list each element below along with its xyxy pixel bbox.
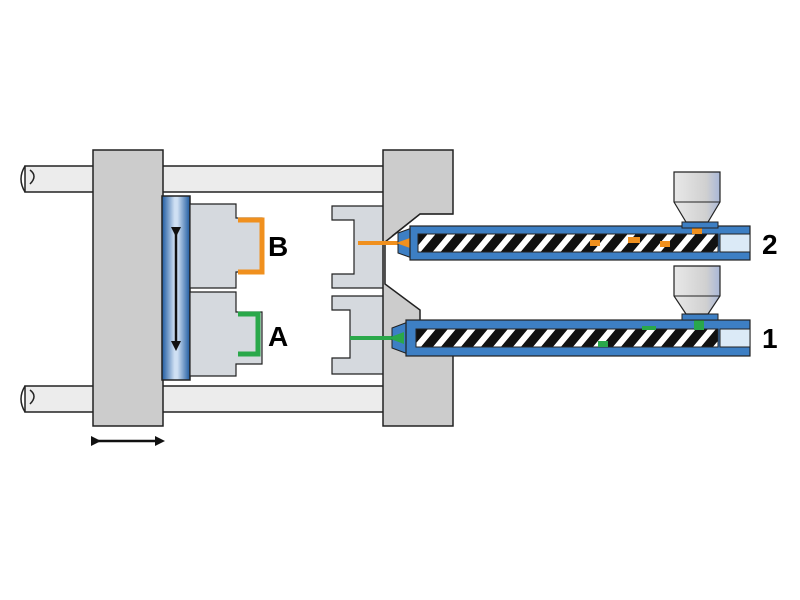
tie-bar-bottom [20, 385, 386, 413]
stationary-platen [382, 149, 454, 427]
tie-bar-top [20, 165, 386, 193]
hopper-1 [673, 265, 721, 315]
unit-1-label: 1 [762, 323, 778, 354]
mold-a-label: A [268, 321, 288, 352]
injection-unit-1 [350, 265, 751, 357]
fixed-mold-insert-top [331, 205, 385, 289]
mold-b-label: B [268, 231, 288, 262]
mold-half-b [189, 203, 265, 289]
mold-half-a [189, 291, 263, 377]
hopper-2 [673, 171, 721, 223]
injection-unit-2 [358, 171, 751, 261]
fixed-mold-insert-bottom [331, 295, 385, 375]
unit-2-label: 2 [762, 229, 778, 260]
moving-platen [92, 149, 164, 427]
